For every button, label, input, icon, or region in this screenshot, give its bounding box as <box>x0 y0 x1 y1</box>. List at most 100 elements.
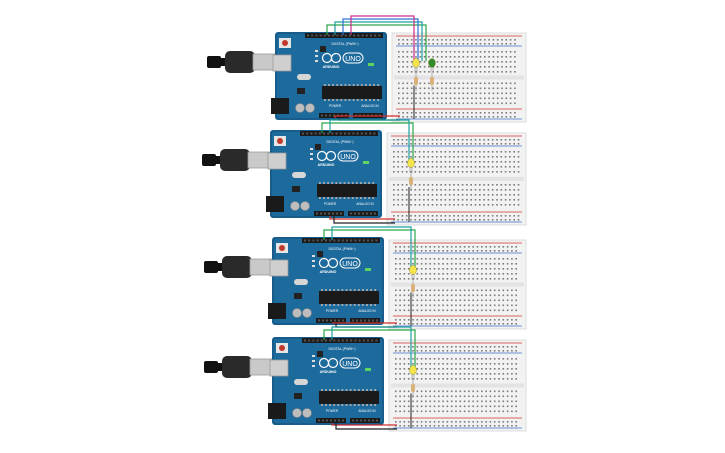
breadboard-hole <box>445 87 447 90</box>
breadboard-hole <box>463 400 466 403</box>
chip-pin <box>345 404 348 406</box>
uno-badge <box>339 357 361 369</box>
breadboard-hole <box>484 82 486 85</box>
chip-pin <box>351 182 354 184</box>
breadboard-hole <box>502 400 505 403</box>
breadboard-hole <box>509 116 512 118</box>
breadboard-hole <box>506 405 509 408</box>
breadboard-hole <box>420 299 423 302</box>
breadboard-hole <box>466 139 468 141</box>
breadboard-hole <box>448 219 451 221</box>
chip-pin <box>360 84 363 86</box>
breadboard-hole <box>405 184 408 186</box>
header-pin <box>374 212 376 215</box>
breadboard-hole <box>491 156 494 158</box>
analog-label: ANALOG IN <box>358 309 376 313</box>
breadboard-hole <box>438 395 440 398</box>
breadboard-hole <box>420 395 423 398</box>
breadboard-hole <box>496 199 498 201</box>
breadboard-hole <box>471 92 473 95</box>
header-pin <box>328 212 330 215</box>
power-label: POWER <box>329 104 342 108</box>
breadboard-hole <box>463 363 466 365</box>
header-pin <box>304 239 306 242</box>
breadboard-hole <box>500 215 503 217</box>
breadboard-hole <box>438 258 440 260</box>
breadboard-hole <box>463 350 466 352</box>
breadboard-hole <box>446 405 449 408</box>
breadboard-hole <box>489 278 492 280</box>
breadboard-hole <box>445 92 447 95</box>
chip-pin <box>321 289 323 291</box>
led-on <box>368 63 374 66</box>
breadboard-hole <box>450 304 453 307</box>
breadboard-hole <box>395 323 397 325</box>
breadboard-hole <box>488 116 490 118</box>
breadboard-hole <box>428 112 430 114</box>
header-pin <box>314 132 317 135</box>
breadboard-hole <box>428 92 430 95</box>
breadboard-hole <box>475 39 477 41</box>
breadboard-hole <box>514 39 516 41</box>
chip-pin <box>329 304 331 306</box>
breadboard-hole <box>459 294 462 297</box>
breadboard-hole <box>489 373 492 375</box>
breadboard-hole <box>442 363 444 365</box>
breadboard-hole <box>442 400 444 403</box>
breadboard-hole <box>505 102 508 105</box>
breadboard-hole <box>410 71 413 73</box>
breadboard-hole <box>407 368 410 370</box>
header-pin <box>318 319 320 322</box>
breadboard-hole <box>395 373 397 375</box>
breadboard-hole <box>466 43 469 45</box>
breadboard-hole <box>515 319 517 321</box>
breadboard-hole <box>501 51 503 53</box>
breadboard-hole <box>489 246 492 248</box>
breadboard-hole <box>498 309 500 312</box>
breadboard-hole <box>481 268 483 270</box>
breadboard-hole <box>502 299 505 302</box>
breadboard-hole <box>481 410 483 413</box>
header-pin <box>324 212 326 215</box>
breadboard-hole <box>410 92 413 95</box>
breadboard-hole <box>420 250 423 252</box>
breadboard-hole <box>483 151 485 153</box>
breadboard-hole <box>395 395 397 398</box>
breadboard-hole <box>446 323 449 325</box>
breadboard-hole <box>481 323 483 325</box>
breadboard-hole <box>479 166 481 168</box>
chip-pin <box>353 389 356 391</box>
breadboard-hole <box>506 304 509 307</box>
breadboard-hole <box>445 51 447 53</box>
breadboard-hole <box>491 189 494 191</box>
breadboard-hole <box>472 358 474 360</box>
breadboard-hole <box>399 373 401 375</box>
breadboard-hole <box>485 373 487 375</box>
breadboard-hole <box>513 204 515 206</box>
digital-label: DIGITAL (PWM~) <box>328 247 355 251</box>
breadboard-hole <box>468 373 470 375</box>
breadboard-hole <box>481 289 483 292</box>
breadboard-hole <box>511 309 513 312</box>
breadboard-hole <box>461 204 464 206</box>
breadboard-hole <box>406 51 409 53</box>
breadboard-hole <box>474 171 477 173</box>
breadboard-hole <box>474 194 477 196</box>
chip-pin <box>333 389 336 391</box>
breadboard-hole <box>509 219 511 221</box>
breadboard-hole <box>479 171 481 173</box>
breadboard-hole <box>485 395 487 398</box>
breadboard-hole <box>407 363 410 365</box>
header-pin <box>304 339 306 342</box>
breadboard-hole <box>501 92 503 95</box>
breadboard-hole <box>440 171 442 173</box>
breadboard-hole <box>500 194 503 196</box>
breadboard-hole <box>440 151 442 153</box>
breadboard-hole <box>445 56 447 58</box>
breadboard-hole <box>481 278 483 280</box>
breadboard-hole <box>496 56 499 58</box>
breadboard-hole <box>398 61 400 63</box>
header-pin <box>368 319 370 322</box>
breadboard-hole <box>393 161 395 163</box>
breadboard-hole <box>488 71 490 73</box>
